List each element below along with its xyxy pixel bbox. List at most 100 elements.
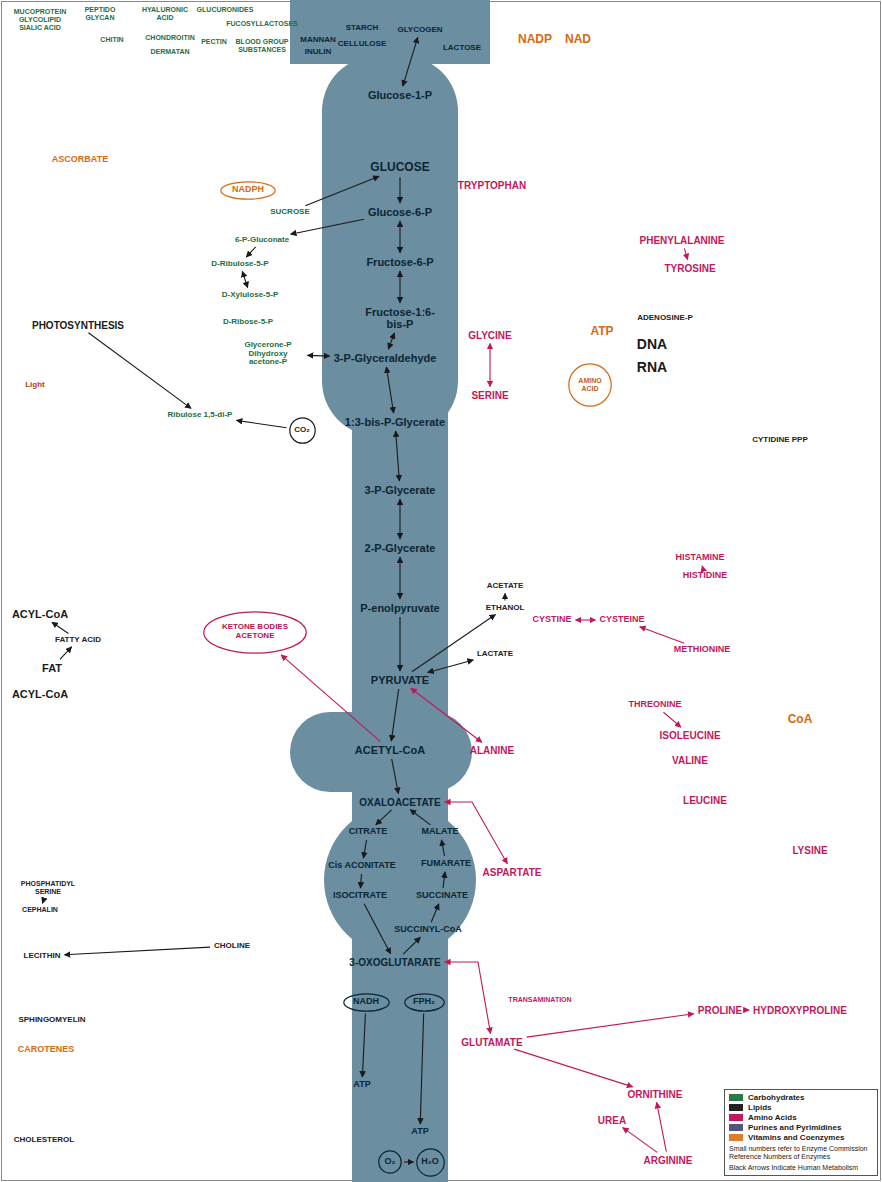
- metabolite-label: FATTY ACID: [53, 635, 103, 646]
- reaction-arrow: [657, 1102, 667, 1151]
- metabolite-label: PHOTOSYNTHESIS: [30, 319, 126, 332]
- node-text: VALINE: [672, 755, 708, 766]
- reaction-arrow: [663, 712, 680, 727]
- reaction-arrow: [391, 689, 398, 741]
- reaction-arrow: [504, 593, 505, 600]
- metabolite-label: TYROSINE: [662, 262, 717, 275]
- metabolite-label: PEPTIDO GLYCAN: [78, 5, 123, 22]
- cofactor-oval: NADPH: [220, 181, 276, 200]
- node-text: PHENYLALANINE: [639, 235, 724, 246]
- legend-text: Purines and Pyrimidines: [748, 1123, 841, 1133]
- metabolite-label: Glucose-6-P: [366, 205, 434, 219]
- oval-ring: [221, 181, 275, 198]
- reaction-arrow: [392, 759, 399, 794]
- cofactor-circle: CO₂: [289, 417, 316, 444]
- metabolite-label: UREA: [596, 1114, 628, 1127]
- reaction-arrow: [410, 810, 430, 825]
- node-text: CHONDROITIN: [145, 34, 194, 42]
- reaction-arrow: [489, 344, 490, 387]
- metabolite-label: Fructose-6-P: [364, 255, 435, 269]
- node-text: SUCCINYL-CoA: [394, 925, 462, 935]
- node-text: LEUCINE: [683, 795, 727, 806]
- metabolite-label: MUCOPROTEIN GLYCOLIPID SIALIC ACID: [10, 7, 70, 32]
- metabolite-label: BLOOD GROUP SUBSTANCES: [231, 37, 293, 54]
- metabolite-label: DNA: [635, 336, 669, 353]
- metabolite-label: GLUTAMATE: [459, 1036, 524, 1049]
- node-text: THREONINE: [628, 700, 681, 710]
- node-text: CHITIN: [100, 36, 123, 44]
- reaction-arrow: [399, 221, 400, 253]
- oval-ring: [404, 993, 443, 1010]
- node-text: D-Ribose-5-P: [223, 318, 273, 327]
- node-text: CYSTEINE: [599, 615, 644, 625]
- node-text: ADENOSINE-P: [637, 314, 693, 323]
- reaction-arrow: [576, 619, 596, 620]
- node-text: ISOCITRATE: [333, 891, 387, 901]
- node-text: DERMATAN: [150, 48, 189, 56]
- node-text: MUCOPROTEIN GLYCOLIPID SIALIC ACID: [12, 8, 68, 31]
- node-text: PECTIN: [201, 38, 227, 46]
- legend-swatch: [729, 1114, 743, 1121]
- node-text: CYSTINE: [532, 615, 571, 625]
- metabolite-label: DERMATAN: [148, 47, 191, 57]
- node-text: CEPHALIN: [22, 906, 58, 914]
- legend-row: Amino Acids: [729, 1113, 873, 1123]
- metabolite-label: ADENOSINE-P: [635, 313, 695, 324]
- reaction-arrow: [42, 899, 44, 904]
- node-text: KETONE BODIES: [222, 623, 288, 632]
- metabolite-label: ALANINE: [468, 744, 516, 757]
- node-text: PHOSPHATIDYL SERINE: [15, 880, 81, 895]
- metabolite-label: ASCORBATE: [50, 154, 110, 166]
- central-pathway-band: [290, 0, 490, 1182]
- reaction-arrow: [307, 355, 329, 357]
- oval-ring: [343, 993, 388, 1010]
- metabolite-label: CYTIDINE PPP: [750, 435, 810, 446]
- legend-row: Purines and Pyrimidines: [729, 1123, 873, 1133]
- node-text: Glucose-6-P: [368, 206, 432, 218]
- node-text: ACYL-CoA: [12, 688, 68, 700]
- node-text: O₂: [385, 1157, 396, 1167]
- reaction-arrow: [399, 499, 400, 539]
- metabolite-label: Glucose-1-P: [366, 88, 434, 102]
- node-text: PEPTIDO GLYCAN: [80, 6, 121, 21]
- metabolite-label: Fructose-1:6-bis-P: [360, 305, 440, 331]
- reaction-arrow: [399, 557, 400, 599]
- metabolite-label: SUCROSE: [268, 207, 312, 218]
- node-text: LACTOSE: [443, 44, 481, 53]
- node-text: SUCROSE: [270, 208, 310, 217]
- node-text: GLUCURONIDES: [197, 6, 254, 14]
- node-text: 6-P-Gluconate: [235, 236, 289, 245]
- metabolite-label: PYRUVATE: [369, 673, 431, 687]
- legend-swatch: [729, 1124, 743, 1131]
- reaction-arrow: [420, 1013, 423, 1124]
- reaction-arrow: [431, 904, 439, 922]
- metabolite-label: 2-P-Glycerate: [363, 541, 438, 555]
- reaction-arrow: [684, 248, 687, 259]
- metabolite-label: CHITIN: [98, 35, 125, 45]
- node-text: INULIN: [305, 48, 332, 57]
- metabolite-label: D-Xylulose-5-P: [220, 290, 280, 301]
- node-text: ATP: [411, 1127, 428, 1137]
- metabolite-label: ACYL-CoA: [10, 687, 70, 701]
- node-text: AMINO ACID: [570, 377, 610, 392]
- metabolite-label: CYSTINE: [530, 614, 573, 626]
- reaction-arrow: [64, 947, 210, 955]
- reaction-arrow: [396, 431, 400, 481]
- reaction-arrow: [445, 962, 491, 1034]
- legend-text: Carbohydrates: [748, 1093, 804, 1103]
- metabolite-label: TRYPTOPHAN: [456, 179, 528, 192]
- metabolite-label: HISTAMINE: [674, 552, 727, 564]
- node-text: MANNAN: [300, 36, 336, 45]
- metabolite-label: ARGININE: [642, 1154, 695, 1167]
- node-text: LECITHIN: [24, 952, 61, 961]
- node-text: PROLINE: [698, 1005, 742, 1016]
- node-text: ATP: [353, 1080, 370, 1090]
- legend-swatch: [729, 1094, 743, 1101]
- reaction-arrow: [362, 1013, 365, 1077]
- metabolite-label: LYSINE: [790, 844, 829, 857]
- node-text: GLUCOSE: [370, 161, 429, 174]
- metabolite-label: ACETONE: [236, 632, 275, 641]
- metabolite-label: Ribulose 1,5-di-P: [166, 410, 235, 421]
- reaction-arrow: [403, 937, 420, 954]
